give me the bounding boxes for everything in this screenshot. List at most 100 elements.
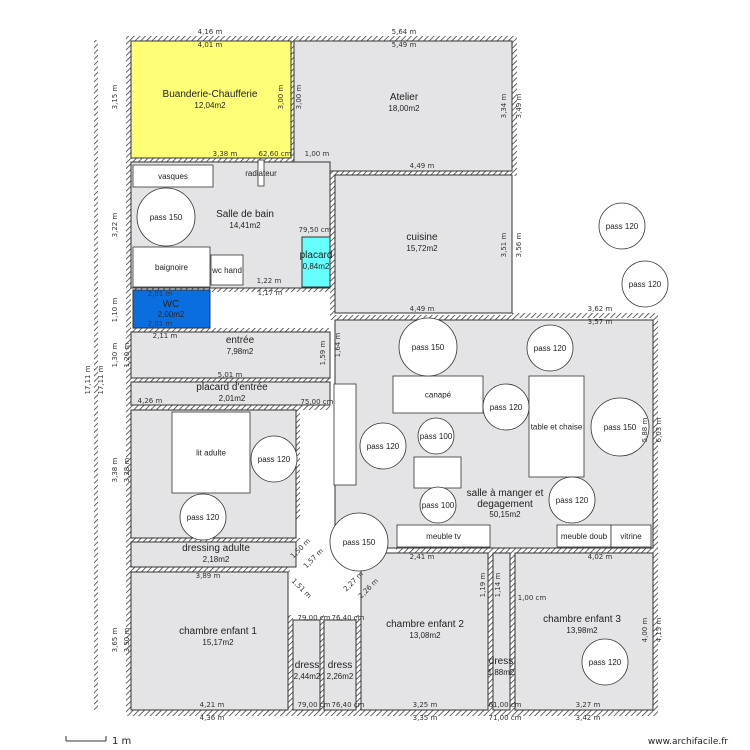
furniture-item[interactable] [132, 246, 211, 288]
furniture-label: lit adulte [196, 449, 226, 458]
dimension-label: 2,11 m [153, 332, 178, 340]
clearance-label: pass 150 [604, 423, 637, 432]
clearance-label: pass 120 [629, 280, 662, 289]
clearance-circle [590, 397, 650, 457]
furniture-item[interactable] [171, 411, 251, 494]
furniture-item[interactable] [132, 164, 214, 188]
room-name: dressing adulte [182, 543, 250, 554]
clearance-circle [621, 260, 669, 308]
room-area: 15,17m2 [202, 638, 234, 647]
furniture-label: baignoire [155, 263, 188, 272]
furniture-label: vitrine [620, 532, 642, 541]
room-floor [301, 236, 331, 288]
dimension-label: 3,56 m [515, 233, 523, 258]
dimension-label: 3,51 m [500, 233, 508, 258]
furniture-item[interactable] [396, 524, 491, 548]
wall [130, 328, 330, 332]
room-name: chambre enfant 2 [386, 619, 464, 630]
room[interactable]: chambre enfant 115,17m2 [130, 571, 289, 711]
dimension-label: 71,00 cm [489, 714, 522, 722]
room[interactable]: WC2,00m2 [132, 289, 211, 329]
room-floor [130, 331, 331, 379]
room-name: dress [328, 660, 352, 671]
furniture-label: vasques [158, 172, 188, 181]
clearance-label: pass 120 [589, 658, 622, 667]
wall [288, 615, 293, 712]
dimension-label: 3,15 m [111, 85, 119, 110]
furniture-item[interactable] [257, 159, 265, 187]
clearance-circle [526, 324, 574, 372]
dimension-label: 3,38 m [111, 458, 119, 483]
room[interactable]: chambre enfant 213,08m2 [360, 552, 489, 711]
dimension-label: 3,42 m [576, 714, 601, 722]
dimension-label: 62,60 cm [259, 150, 292, 158]
clearance-label: pass 100 [420, 432, 453, 441]
room[interactable]: chambre enfant 313,98m2 [514, 552, 654, 711]
dimension-label: 17,11 m [97, 365, 105, 394]
dimension-label: 76,40 cm [332, 614, 365, 622]
dimension-label: 3,50 m [123, 628, 131, 653]
wall [653, 313, 658, 716]
furniture-item[interactable] [333, 383, 357, 486]
furniture-item[interactable] [210, 254, 244, 286]
wall [320, 615, 324, 712]
wall [130, 538, 300, 542]
furniture-label: canapé [425, 391, 452, 400]
dimension-label: 3,38 m [213, 150, 238, 158]
room-area: 2,26m2 [327, 672, 354, 681]
room-labels-overlay: salle à manger et degagement 50,15m2 [466, 488, 544, 519]
room-name: salle à manger et degagement [466, 488, 544, 510]
dimension-label: 75,00 cm [301, 398, 334, 406]
dimension-label: 1,59 m [319, 341, 327, 366]
room-floor [130, 541, 297, 568]
furniture-item[interactable] [528, 375, 585, 478]
furniture-item[interactable] [392, 375, 484, 414]
clearance-label: pass 120 [258, 455, 291, 464]
dimension-label: 4,21 m [200, 701, 225, 709]
dimension-label: 1,17 m [258, 289, 283, 297]
wall [356, 615, 361, 712]
dimension-label: 3,34 m [500, 94, 508, 119]
clearance-label: pass 150 [412, 343, 445, 352]
dimension-label: 3,57 m [588, 318, 613, 326]
dimension-label: 1,57 m [302, 547, 325, 570]
furniture-label: table et chaise [531, 423, 583, 432]
room-floor [334, 174, 513, 314]
dimension-label: 1,20 m [123, 343, 131, 368]
clearance-label: pass 120 [367, 442, 400, 451]
dimension-label: 79,00 cm [298, 701, 331, 709]
dimension-label: 5,64 m [392, 28, 417, 36]
dimension-label: 1,22 m [257, 277, 282, 285]
dimension-label: 3,25 m [413, 701, 438, 709]
room-name: Salle de bain [216, 209, 274, 220]
clearance-circle [548, 476, 596, 524]
room-floor [130, 571, 289, 711]
room-floor [360, 552, 489, 711]
clearance-label: pass 120 [556, 496, 589, 505]
dimension-label: 3,49 m [515, 94, 523, 119]
dimension-label: 4,01 m [198, 41, 223, 49]
dimension-label: 4,36 m [200, 714, 225, 722]
room-area: 14,41m2 [229, 221, 261, 230]
room-area: 2,01m2 [219, 394, 246, 403]
room-floor [514, 552, 654, 711]
room-area: 50,15m2 [489, 510, 521, 519]
furniture-item[interactable] [610, 524, 652, 548]
clearance-circle [482, 383, 530, 431]
room-area: 1,88m2 [488, 668, 515, 677]
furniture-item[interactable] [413, 456, 462, 489]
clearance-circle [598, 202, 646, 250]
rooms: Buanderie-Chaufferie12,04m2Atelier18,00m… [130, 40, 654, 711]
